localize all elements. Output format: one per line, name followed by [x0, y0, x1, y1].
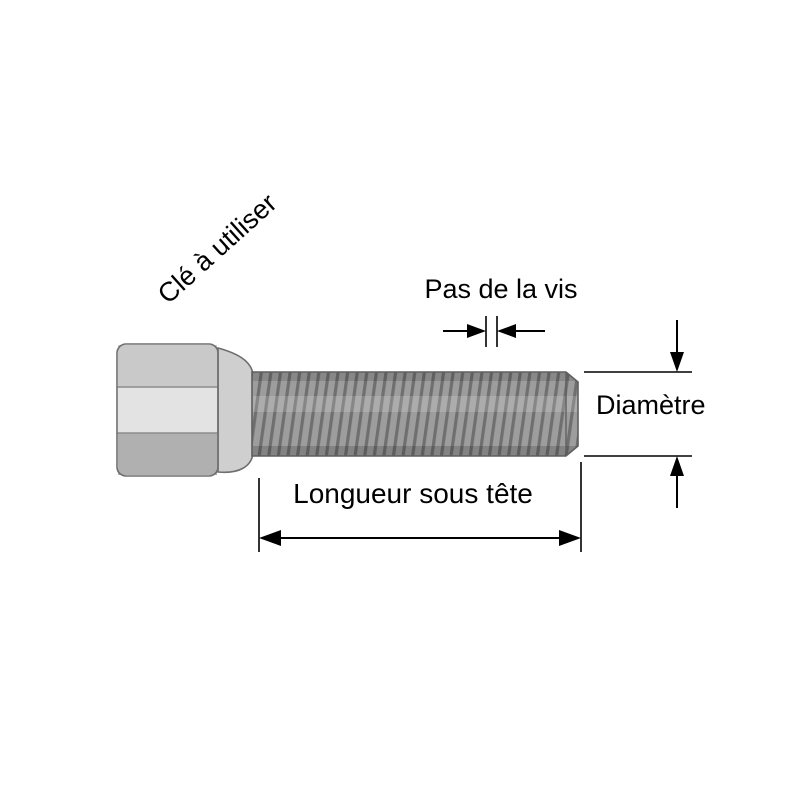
bolt-shank	[251, 371, 579, 457]
pitch-arrow-left	[467, 324, 486, 338]
length-dimension: Longueur sous tête	[258, 462, 582, 552]
shank-shadow-top	[252, 372, 578, 381]
shank-highlight	[252, 396, 578, 412]
diameter-arrow-bottom	[670, 456, 684, 476]
diameter-dimension: Diamètre	[584, 320, 706, 508]
diameter-arrow-top	[670, 352, 684, 372]
pitch-arrow-right	[497, 324, 516, 338]
length-label: Longueur sous tête	[293, 478, 533, 509]
shank-outline	[251, 371, 579, 457]
pitch-label: Pas de la vis	[424, 274, 577, 304]
shank-threads	[252, 372, 578, 456]
bolt-head	[116, 343, 219, 477]
shank-shadow-bottom	[252, 446, 578, 456]
length-arrow-left	[259, 530, 281, 546]
length-arrow-right	[559, 530, 581, 546]
bolt-cone	[217, 346, 254, 474]
pitch-dimension: Pas de la vis	[424, 274, 578, 347]
head-face-middle	[118, 387, 217, 433]
head-face-top	[118, 345, 217, 387]
head-face-bottom	[118, 433, 217, 475]
bolt	[116, 343, 579, 477]
wrench-label: Clé à utiliser	[152, 188, 282, 310]
head-outline	[116, 343, 219, 477]
diameter-label: Diamètre	[596, 390, 706, 420]
